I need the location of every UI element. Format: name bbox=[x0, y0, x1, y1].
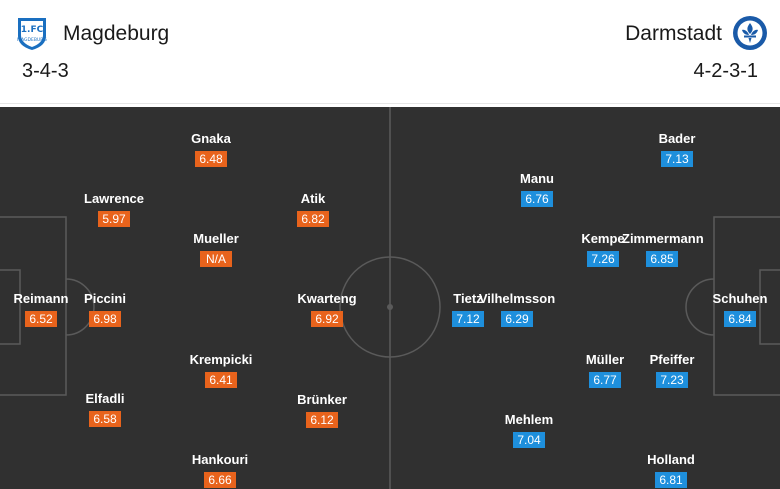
player-rating: 6.48 bbox=[195, 151, 227, 167]
player-name: Mueller bbox=[193, 231, 239, 246]
player-rating: 6.12 bbox=[306, 412, 338, 428]
player-name: Müller bbox=[585, 352, 625, 367]
player-rating: 7.23 bbox=[656, 372, 688, 388]
player-rating: 6.66 bbox=[204, 472, 236, 488]
player-name: Mehlem bbox=[504, 412, 554, 427]
header-divider bbox=[0, 103, 780, 104]
player-name: Krempicki bbox=[189, 352, 253, 367]
player-name: Piccini bbox=[84, 291, 126, 306]
player-rating: 6.84 bbox=[724, 311, 756, 327]
player-rating: 7.04 bbox=[513, 432, 545, 448]
player-name: Reimann bbox=[13, 291, 69, 306]
player-rating: 6.52 bbox=[25, 311, 57, 327]
player-name: Elfadli bbox=[85, 391, 125, 406]
player-name: Schuhen bbox=[712, 291, 768, 306]
player-name: Pfeiffer bbox=[649, 352, 695, 367]
player-name: Lawrence bbox=[84, 191, 144, 206]
player-card[interactable]: Krempicki 6.41 bbox=[181, 352, 261, 389]
player-card[interactable]: Mueller N/A bbox=[176, 231, 256, 268]
player-rating: 6.82 bbox=[297, 211, 329, 227]
player-rating: 6.98 bbox=[89, 311, 121, 327]
player-name: Manu bbox=[520, 171, 554, 186]
player-rating: 6.92 bbox=[311, 311, 343, 327]
player-card[interactable]: Manu 6.76 bbox=[497, 171, 577, 208]
player-card[interactable]: Müller 6.77 bbox=[565, 352, 645, 389]
player-card[interactable]: Elfadli 6.58 bbox=[65, 391, 145, 428]
player-name: Gnaka bbox=[191, 131, 231, 146]
player-rating: 6.29 bbox=[501, 311, 533, 327]
player-rating: 6.81 bbox=[655, 472, 687, 488]
player-rating: 7.12 bbox=[452, 311, 484, 327]
player-card[interactable]: Zimmermann 6.85 bbox=[622, 231, 704, 268]
player-card[interactable]: Tietz 7.12 bbox=[428, 291, 508, 328]
player-rating: 6.85 bbox=[646, 251, 678, 267]
away-team-name[interactable]: Darmstadt bbox=[625, 22, 722, 45]
player-rating: 6.76 bbox=[521, 191, 553, 207]
player-name: Holland bbox=[647, 452, 695, 467]
player-rating: 7.26 bbox=[587, 251, 619, 267]
pitch: Reimann 6.52 Elfadli 6.58 Piccini 6.98 L… bbox=[0, 107, 780, 489]
home-team-name[interactable]: Magdeburg bbox=[63, 22, 170, 45]
home-formation: 3-4-3 bbox=[22, 60, 69, 82]
player-name: Atik bbox=[300, 191, 326, 206]
player-name: Brünker bbox=[297, 392, 347, 407]
player-name: Tietz bbox=[453, 291, 483, 306]
player-card[interactable]: Pfeiffer 7.23 bbox=[632, 352, 712, 389]
player-card[interactable]: Piccini 6.98 bbox=[65, 291, 145, 328]
player-card[interactable]: Vilhelmsson 6.29 bbox=[477, 291, 557, 328]
player-card[interactable]: Lawrence 5.97 bbox=[74, 191, 154, 228]
svg-text:MAGDEBURG: MAGDEBURG bbox=[17, 37, 47, 43]
player-card[interactable]: Bader 7.13 bbox=[637, 131, 717, 168]
player-card[interactable]: Mehlem 7.04 bbox=[489, 412, 569, 449]
player-card[interactable]: Atik 6.82 bbox=[273, 191, 353, 228]
player-card[interactable]: Reimann 6.52 bbox=[1, 291, 81, 328]
svg-text:1.FC: 1.FC bbox=[21, 25, 44, 35]
player-card[interactable]: Brünker 6.12 bbox=[282, 392, 362, 429]
player-rating: 5.97 bbox=[98, 211, 130, 227]
player-rating: 6.77 bbox=[589, 372, 621, 388]
pitch-lines bbox=[0, 107, 780, 489]
player-card[interactable]: Holland 6.81 bbox=[631, 452, 711, 489]
player-card[interactable]: Schuhen 6.84 bbox=[700, 291, 780, 328]
player-name: Hankouri bbox=[191, 452, 249, 467]
player-rating: 7.13 bbox=[661, 151, 693, 167]
magdeburg-crest-icon: 1.FC MAGDEBURG bbox=[17, 18, 47, 50]
player-name: Kwarteng bbox=[297, 291, 357, 306]
darmstadt-crest-icon bbox=[733, 16, 767, 50]
player-card[interactable]: Gnaka 6.48 bbox=[171, 131, 251, 168]
player-rating: N/A bbox=[200, 251, 232, 267]
player-name: Vilhelmsson bbox=[478, 291, 556, 306]
away-formation: 4-2-3-1 bbox=[693, 60, 758, 82]
player-card[interactable]: Hankouri 6.66 bbox=[180, 452, 260, 489]
player-name: Zimmermann bbox=[622, 231, 704, 246]
player-name: Bader bbox=[658, 131, 696, 146]
player-card[interactable]: Kempe 7.26 bbox=[563, 231, 643, 268]
player-rating: 6.41 bbox=[205, 372, 237, 388]
player-card[interactable]: Kwarteng 6.92 bbox=[287, 291, 367, 328]
player-rating: 6.58 bbox=[89, 411, 121, 427]
match-header: 1.FC MAGDEBURG Magdeburg 3-4-3 Darmstadt… bbox=[0, 0, 780, 104]
player-name: Kempe bbox=[581, 231, 625, 246]
